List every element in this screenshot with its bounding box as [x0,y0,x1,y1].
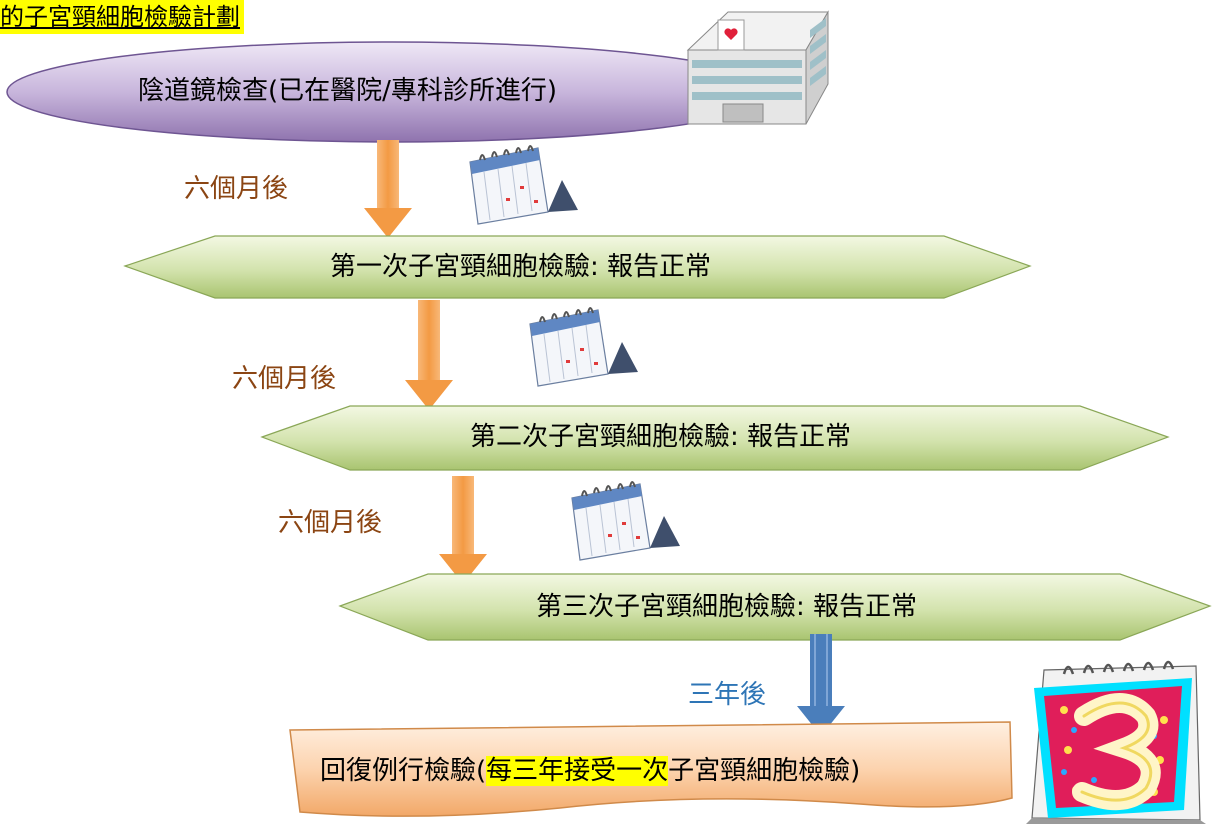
stage-label-2: 第二次子宮頸細胞檢驗: 報告正常 [470,422,852,452]
arrow-three-years [797,634,845,736]
arrow-six-months-3 [439,476,487,584]
stage-label-1: 第一次子宮頸細胞檢驗: 報告正常 [330,252,712,282]
final-label: 回復例行檢驗(每三年接受一次子宮頸細胞檢驗) [320,756,861,786]
colposcopy-label: 陰道鏡檢查(已在醫院/專科診所進行) [138,76,558,106]
interval-label-3: 六個月後 [278,508,383,538]
interval-label-1: 六個月後 [184,174,289,204]
stage-hexagon-3 [338,573,1212,641]
stage-hexagon-1 [123,235,1032,299]
hospital-icon [686,10,829,125]
calendar-icon [529,307,638,387]
stage-label-3: 第三次子宮頸細胞檢驗: 報告正常 [536,592,918,622]
arrow-six-months-2 [405,300,453,410]
interval-label-2: 六個月後 [232,364,337,394]
calendar-icon [469,145,578,225]
final-label-highlight: 每三年接受一次 [486,756,669,786]
page-title: 的子宮頸細胞檢驗計劃 [0,0,244,34]
calendar-icon [571,481,680,561]
final-label-suffix: 子宮頸細胞檢驗) [668,756,861,786]
arrow-six-months-1 [364,140,412,238]
final-label-prefix: 回復例行檢驗( [320,756,487,786]
calendar-three-icon [1026,660,1206,824]
interval-label-three-years: 三年後 [688,680,767,710]
stage-hexagon-2 [260,405,1170,471]
